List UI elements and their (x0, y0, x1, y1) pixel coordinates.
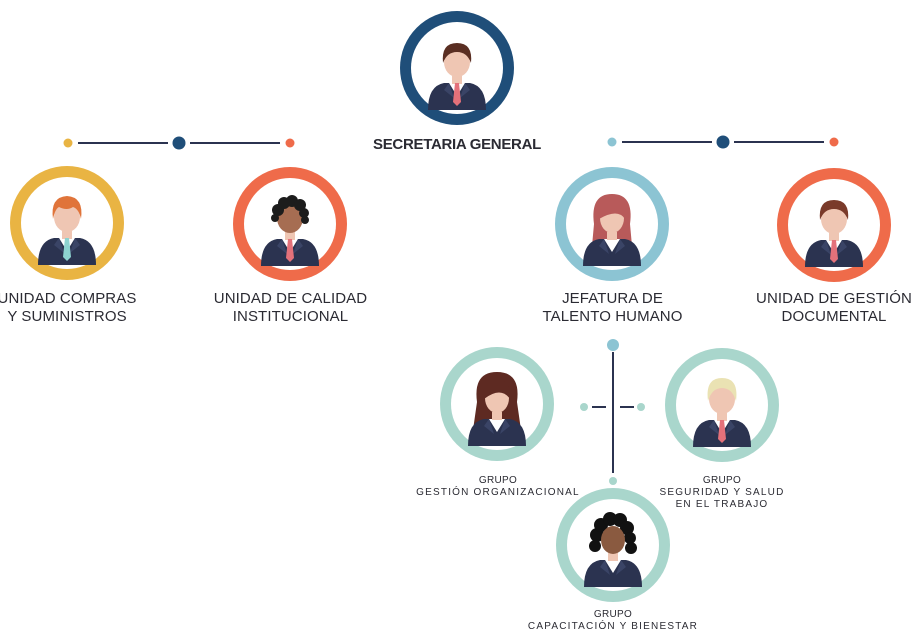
unidad-documental-line2: DOCUMENTAL (781, 308, 887, 326)
avatar-grupo-capacitacion (556, 488, 670, 602)
grupo-organizacional-line2: GESTIÓN ORGANIZACIONAL (416, 487, 580, 499)
avatar-secretaria-general (400, 11, 514, 125)
unidad-compras-line1: UNIDAD COMPRAS (0, 290, 137, 307)
title-secretaria-general: SECRETARIA GENERAL (373, 136, 541, 153)
label-unidad-compras: UNIDAD COMPRAS Y SUMINISTROS (0, 290, 137, 327)
connector-groups (580, 339, 645, 485)
label-secretaria-general: SECRETARIA GENERAL (357, 136, 557, 154)
grupo-seguridad-line1: GRUPO (702, 475, 742, 486)
jefatura-talento-line2: TALENTO HUMANO (542, 308, 683, 326)
connector-left (63, 136, 295, 150)
grupo-seguridad-line3: EN EL TRABAJO (675, 499, 769, 511)
jefatura-talento-line1: JEFATURA DE (562, 290, 663, 307)
unidad-documental-line1: UNIDAD DE GESTIÓN (756, 290, 912, 307)
avatar-unidad-compras (10, 166, 124, 280)
unidad-calidad-line1: UNIDAD DE CALIDAD (213, 290, 368, 307)
avatar-grupo-seguridad (665, 348, 779, 462)
label-grupo-capacitacion: GRUPO CAPACITACIÓN Y BIENESTAR (523, 609, 703, 633)
label-grupo-seguridad: GRUPO SEGURIDAD Y SALUD EN EL TRABAJO (656, 475, 788, 512)
avatar-unidad-documental (777, 168, 891, 282)
unidad-calidad-line2: INSTITUCIONAL (232, 308, 349, 326)
label-unidad-calidad: UNIDAD DE CALIDAD INSTITUCIONAL (208, 290, 373, 327)
label-jefatura-talento: JEFATURA DE TALENTO HUMANO (540, 290, 685, 327)
avatar-grupo-organizacional (440, 347, 554, 461)
avatar-unidad-calidad (233, 167, 347, 281)
grupo-organizacional-line1: GRUPO (478, 475, 518, 486)
grupo-seguridad-line2: SEGURIDAD Y SALUD (659, 487, 785, 499)
avatar-jefatura-talento (555, 167, 669, 281)
grupo-capacitacion-line1: GRUPO (593, 609, 633, 620)
label-grupo-organizacional: GRUPO GESTIÓN ORGANIZACIONAL (412, 475, 584, 499)
connector-right (607, 135, 839, 149)
label-unidad-documental: UNIDAD DE GESTIÓN DOCUMENTAL (753, 290, 915, 327)
grupo-capacitacion-line2: CAPACITACIÓN Y BIENESTAR (527, 621, 699, 633)
unidad-compras-line2: Y SUMINISTROS (7, 308, 127, 326)
